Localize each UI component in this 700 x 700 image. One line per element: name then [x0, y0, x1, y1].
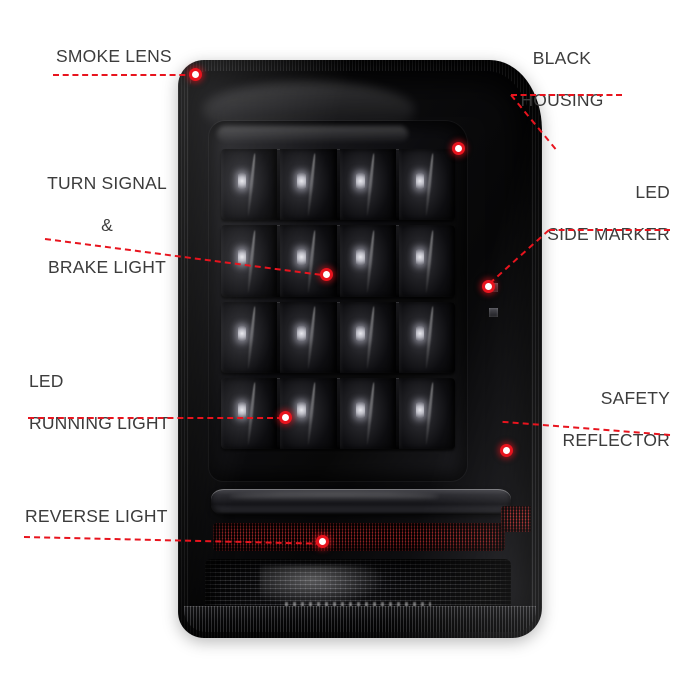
tail-light-assembly — [178, 60, 542, 638]
led-row — [221, 225, 455, 297]
led-cell — [339, 149, 396, 221]
led-cell — [339, 225, 396, 297]
leader-line-black-housing-horizontal — [511, 94, 622, 96]
safety-reflector-patch — [501, 506, 531, 532]
leader-line-led-running-light — [28, 417, 283, 419]
led-reflector-grid — [221, 149, 455, 449]
marker-dot-reverse-light — [316, 535, 329, 548]
black-housing-bezel — [178, 60, 542, 638]
marker-dot-led-running-light — [279, 411, 292, 424]
led-running-light-bar — [211, 489, 511, 515]
side-marker-chip — [489, 308, 498, 317]
led-cell — [398, 225, 455, 297]
callout-line: TURN SIGNAL — [47, 173, 167, 193]
callout-line: LED — [29, 371, 64, 391]
safety-reflector-strip — [213, 523, 505, 551]
leader-line-led-side-marker-horizontal — [549, 229, 670, 231]
callout-line: REFLECTOR — [562, 430, 670, 450]
callout-label-led-running-light: LED RUNNING LIGHT — [29, 371, 209, 434]
led-cell — [398, 149, 455, 221]
smoke-lens-panel — [189, 71, 531, 627]
callout-label-turn-signal-brake-light: TURN SIGNAL & BRAKE LIGHT — [33, 173, 181, 278]
led-cell — [221, 149, 278, 221]
marker-dot-safety-reflector — [500, 444, 513, 457]
led-cell — [398, 377, 455, 449]
led-cell — [280, 225, 337, 297]
led-cell — [280, 149, 337, 221]
marker-dot-led-side-marker — [482, 280, 495, 293]
marker-dot-smoke-lens — [189, 68, 202, 81]
callout-label-safety-reflector: SAFETY REFLECTOR — [504, 388, 670, 451]
callout-label-led-side-marker: LED SIDE MARKER — [512, 182, 670, 245]
led-cell — [221, 377, 278, 449]
callout-line: LED — [635, 182, 670, 202]
marker-dot-black-housing — [452, 142, 465, 155]
housing-bottom-lip — [184, 606, 536, 632]
callout-line: & — [101, 215, 113, 235]
led-cell — [339, 301, 396, 373]
callout-line: BRAKE LIGHT — [48, 257, 166, 277]
led-cell — [280, 301, 337, 373]
reverse-light-lens — [205, 559, 511, 627]
led-row — [221, 301, 455, 373]
led-cell — [398, 301, 455, 373]
led-row — [221, 149, 455, 221]
callout-label-reverse-light: REVERSE LIGHT — [25, 506, 168, 526]
led-cell — [221, 301, 278, 373]
led-cell — [221, 225, 278, 297]
led-cell — [339, 377, 396, 449]
marker-dot-turn-signal-brake-light — [320, 268, 333, 281]
leader-line-smoke-lens — [53, 74, 195, 76]
callout-line: BLACK — [532, 48, 592, 68]
callout-label-smoke-lens: SMOKE LENS — [56, 46, 172, 66]
led-row — [221, 377, 455, 449]
inner-lens-frame — [209, 121, 467, 481]
callout-line: SAFETY — [600, 388, 670, 408]
